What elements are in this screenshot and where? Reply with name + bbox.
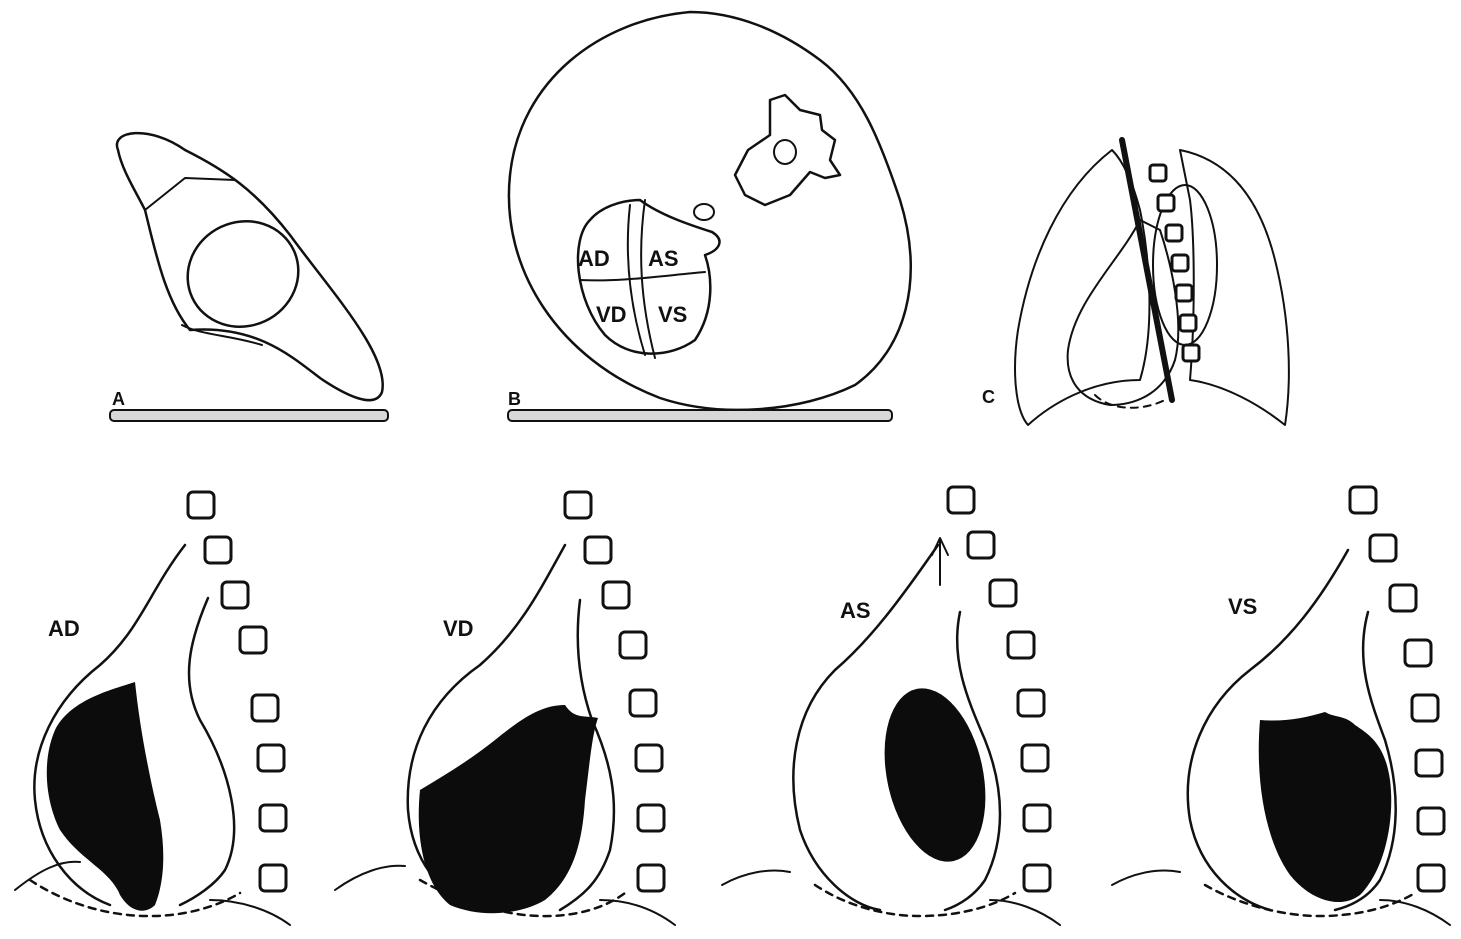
vertebra [968,532,994,558]
panel-c-letter: C [982,387,995,407]
vertebra [1183,345,1199,361]
vertebra [585,537,611,563]
upward-arrow [932,538,948,585]
vertebra [1416,750,1442,776]
vertebra [1370,535,1396,561]
diaphragm-dash [815,885,1015,916]
view-vs: VS [1112,487,1450,925]
aorta [694,204,714,220]
chamber-label-as: AS [648,246,679,271]
base-line [1112,871,1180,885]
vertebra [1418,808,1444,834]
chamber-label-vd: VD [596,302,627,327]
view-ad: AD [15,492,290,925]
vertebra [252,695,278,721]
vertebra [222,582,248,608]
panel-a-letter: A [112,389,125,409]
vertebra [1024,865,1050,891]
filled-chamber [1259,712,1392,902]
vertebra [1412,695,1438,721]
view-label: VD [443,616,474,641]
view-vd: VD [335,492,675,925]
view-as: AS [722,487,1060,925]
chamber-label-ad: AD [578,246,610,271]
vertebra [603,582,629,608]
vertebra [205,537,231,563]
table-bar-b [508,410,892,421]
vertebra [1418,865,1444,891]
vertebral-column [188,492,286,891]
view-label: AS [840,598,871,623]
vertebra [620,632,646,658]
vertebra [1022,745,1048,771]
view-label: AD [48,616,80,641]
vertebra [1150,165,1166,181]
base-line-right [990,900,1060,925]
vertebra [1024,805,1050,831]
panel-b: AD AS VD VS B [508,12,911,421]
base-line-right [1380,900,1450,925]
filled-chamber [870,679,1000,871]
filled-chamber [419,705,598,913]
vertebra [638,805,664,831]
vertebra [630,690,656,716]
vertebra [260,805,286,831]
patient-body-outline [117,133,383,400]
base-line-right [600,900,675,925]
vertebra [1350,487,1376,513]
panel-b-letter: B [508,389,521,409]
filled-chamber [47,682,163,911]
chamber-label-vs: VS [658,302,687,327]
panel-c: C [982,140,1289,425]
spine-vertebra [735,95,840,205]
vertebra [990,580,1016,606]
vertebra [260,865,286,891]
vertebra [1180,315,1196,331]
heart-silhouette-c [1068,220,1179,405]
vertebra [1172,255,1188,271]
vertebra [1008,632,1034,658]
vertebra [1018,690,1044,716]
vertebra [948,487,974,513]
table-bar-a [110,410,388,421]
inner-outline [180,598,234,905]
arm-line [145,178,235,210]
base-line [335,866,405,890]
vertebra [240,627,266,653]
vertebra [565,492,591,518]
patient-head [170,203,315,345]
view-label: VS [1228,594,1257,619]
diaphragm-dash-c [1095,395,1165,408]
spinal-canal [774,140,796,164]
panel-a: A [110,133,388,421]
base-line-right [210,900,290,925]
bottom-row: AD VD [15,487,1450,925]
vertebra [258,745,284,771]
vertebra [1390,585,1416,611]
vertebra [188,492,214,518]
vertebra [636,745,662,771]
vertebra [1405,640,1431,666]
arm-line-lower [182,325,262,345]
vertebra [1176,285,1192,301]
torso-cross-section [509,12,911,410]
vertebra [1158,195,1174,211]
vertebra [1166,225,1182,241]
base-line [722,871,790,885]
vertebra [638,865,664,891]
base-line [15,862,80,890]
